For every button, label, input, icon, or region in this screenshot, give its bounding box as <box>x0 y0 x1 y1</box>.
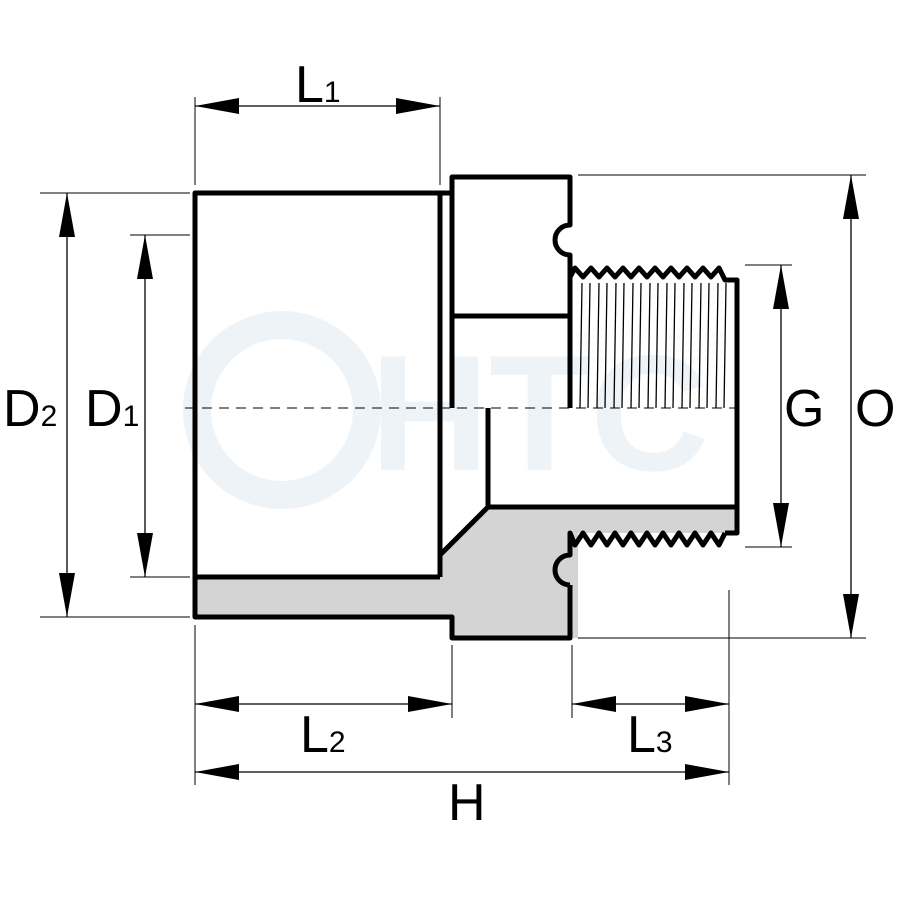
watermark: HTC <box>183 311 709 509</box>
label-l1: L1 <box>295 56 341 114</box>
label-l3: L3 <box>627 706 673 764</box>
label-d2: D2 <box>3 380 57 438</box>
label-h: H <box>448 774 486 832</box>
dimension-lines <box>59 98 859 780</box>
thread-hatching <box>579 282 727 409</box>
label-o: O <box>855 380 895 438</box>
watermark-ring-icon <box>183 311 381 509</box>
part-outline <box>192 174 740 641</box>
label-d1: D1 <box>85 380 139 438</box>
socket-body <box>192 190 573 641</box>
section-fill <box>195 507 737 638</box>
label-l2: L2 <box>300 706 346 764</box>
label-g: G <box>784 380 824 438</box>
hex-nut <box>449 174 573 277</box>
internal-taper <box>438 505 490 557</box>
watermark-text: HTC <box>370 321 709 505</box>
thread-bottom <box>552 530 728 588</box>
thread-top <box>567 265 740 536</box>
